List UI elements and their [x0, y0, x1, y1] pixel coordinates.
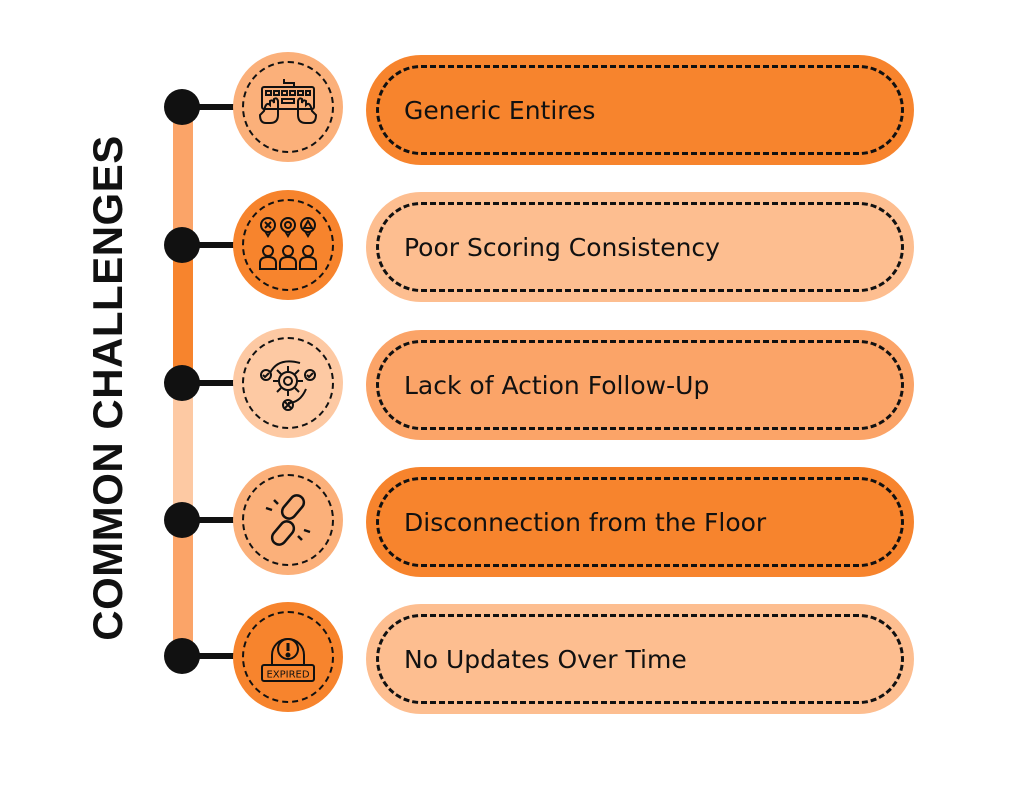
connector-line: [190, 104, 238, 110]
challenge-label: No Updates Over Time: [404, 644, 687, 674]
icon-badge: EXPIRED: [233, 602, 343, 712]
challenge-card: Disconnection from the Floor: [366, 467, 914, 577]
timeline-spine-segment-3: [173, 380, 193, 515]
connector-line: [190, 517, 238, 523]
challenge-card: Poor Scoring Consistency: [366, 192, 914, 302]
timeline-spine-segment-4: [173, 515, 193, 655]
timeline-spine-segment-2: [173, 245, 193, 380]
challenge-card: Generic Entires: [366, 55, 914, 165]
icon-badge: [233, 190, 343, 300]
icon-badge: [233, 328, 343, 438]
icon-badge: [233, 465, 343, 575]
gear-cycle-icon: [260, 360, 316, 411]
expired-stamp-icon: EXPIRED: [261, 638, 315, 682]
challenge-label: Generic Entires: [404, 95, 596, 125]
timeline-node: [164, 502, 200, 538]
challenge-card: Lack of Action Follow-Up: [366, 330, 914, 440]
icon-badge: [233, 52, 343, 162]
broken-chain-icon: [265, 494, 311, 546]
people-choices-icon: [259, 217, 317, 270]
timeline-node: [164, 227, 200, 263]
challenge-label: Poor Scoring Consistency: [404, 232, 720, 262]
timeline-node: [164, 365, 200, 401]
page-title: COMMON CHALLENGES: [84, 135, 131, 641]
connector-line: [190, 242, 238, 248]
timeline-spine-segment-1: [173, 105, 193, 245]
timeline-node: [164, 89, 200, 125]
svg-text:EXPIRED: EXPIRED: [266, 670, 309, 681]
timeline-node: [164, 638, 200, 674]
keyboard-hands-icon: [258, 79, 318, 124]
challenge-label: Lack of Action Follow-Up: [404, 370, 710, 400]
connector-line: [190, 380, 238, 386]
connector-line: [190, 653, 238, 659]
challenge-card: No Updates Over Time: [366, 604, 914, 714]
challenge-label: Disconnection from the Floor: [404, 507, 767, 537]
